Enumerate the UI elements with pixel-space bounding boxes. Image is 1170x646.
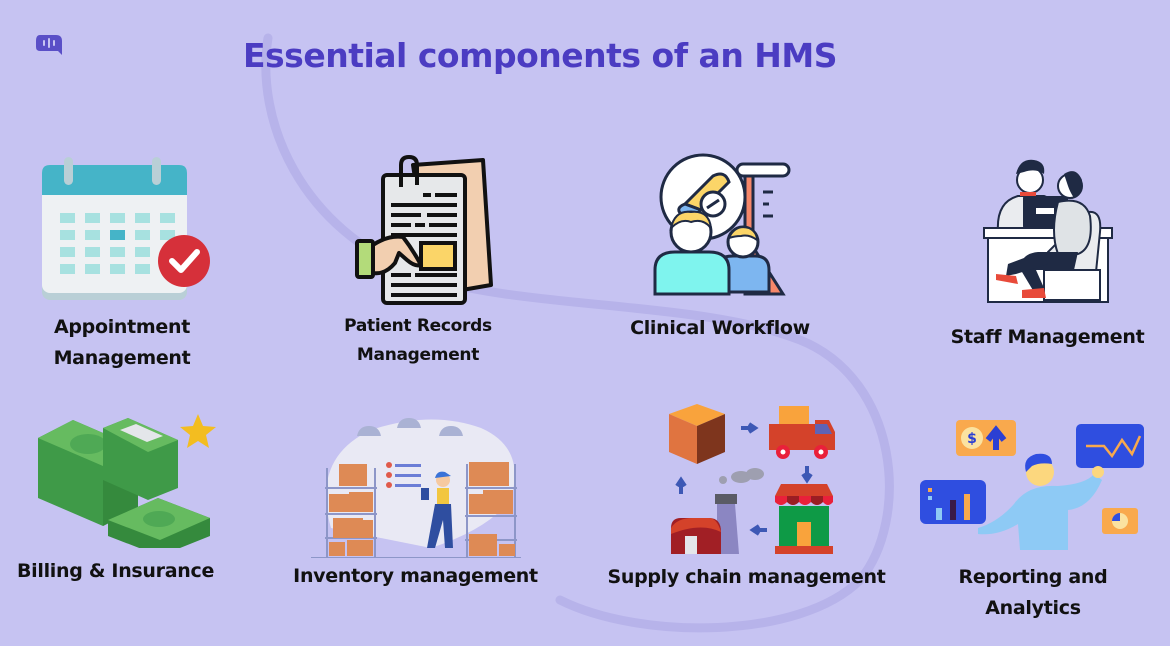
component-staff: Staff Management (940, 152, 1155, 353)
component-label: Supply chain management (607, 566, 886, 588)
component-appointment: Appointment Management (22, 155, 222, 374)
doctors-flask-pill-icon (653, 153, 791, 296)
component-label: Patient Records (344, 316, 492, 336)
money-stack-star-icon (38, 414, 216, 548)
desk-meeting-icon (982, 159, 1113, 303)
warehouse-worker-icon (310, 418, 521, 558)
component-patient-records: Patient Records Management (318, 155, 518, 370)
component-inventory: Inventory management (283, 408, 548, 592)
svg-text:$: $ (967, 431, 977, 447)
component-billing: Billing & Insurance (8, 408, 223, 587)
document-hand-icon (355, 155, 493, 305)
component-label: Clinical Workflow (630, 317, 810, 339)
analytics-person-icon: $ (920, 420, 1144, 550)
component-label: Analytics (985, 597, 1081, 619)
component-label: Inventory management (293, 565, 538, 587)
component-supply-chain: Supply chain management (594, 402, 899, 593)
supply-cycle-icon (668, 404, 835, 554)
component-label: Reporting and (958, 566, 1108, 588)
component-reporting: $ Reporting and Analytics (918, 418, 1148, 624)
component-clinical-workflow: Clinical Workflow (605, 152, 835, 344)
component-label: Billing & Insurance (16, 560, 215, 582)
chat-bubble-audio-icon (36, 35, 62, 55)
calendar-check-icon (42, 157, 210, 300)
component-label: Appointment (53, 316, 191, 338)
component-label: Management (356, 345, 480, 365)
page-title: Essential components of an HMS (243, 36, 838, 75)
component-label: Management (53, 347, 191, 369)
component-label: Staff Management (950, 326, 1145, 348)
